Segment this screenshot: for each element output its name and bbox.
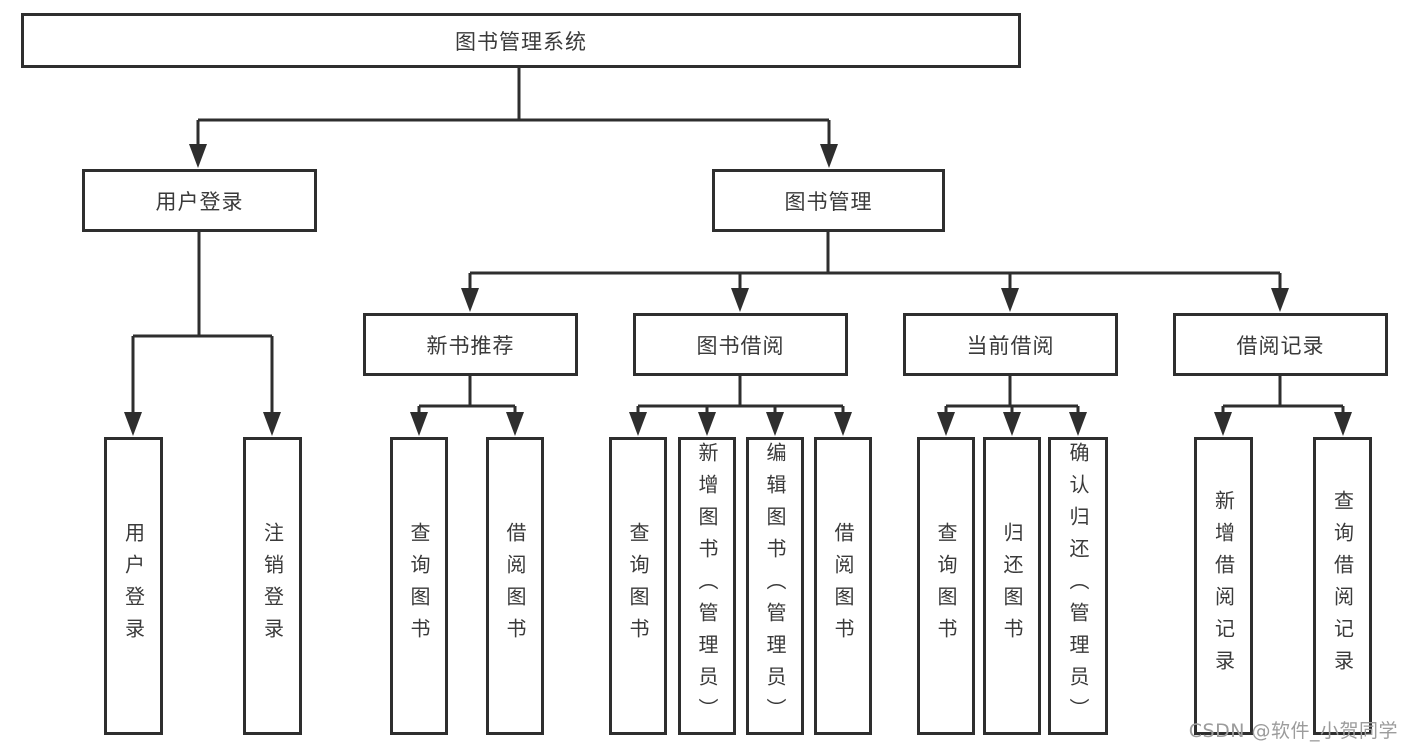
leaf-confirm-return-admin: 确认归还（管理员）	[1048, 437, 1108, 735]
leaf-add-borrow-record: 新增借阅记录	[1194, 437, 1253, 735]
node-book-borrowing: 图书借阅	[633, 313, 848, 376]
leaf-return-books: 归还图书	[983, 437, 1041, 735]
node-user-login: 用户登录	[82, 169, 317, 232]
node-current-borrowing: 当前借阅	[903, 313, 1118, 376]
node-new-book-recommend: 新书推荐	[363, 313, 578, 376]
leaf-borrow-books-recommend: 借阅图书	[486, 437, 544, 735]
leaf-query-books-recommend: 查询图书	[390, 437, 448, 735]
leaf-query-books-current: 查询图书	[917, 437, 975, 735]
leaf-add-books-admin: 新增图书（管理员）	[678, 437, 736, 735]
node-book-management: 图书管理	[712, 169, 945, 232]
leaf-query-borrow-record: 查询借阅记录	[1313, 437, 1372, 735]
csdn-watermark: CSDN @软件_小贺同学	[1188, 720, 1398, 742]
leaf-query-books-borrowing: 查询图书	[609, 437, 667, 735]
leaf-edit-books-admin: 编辑图书（管理员）	[746, 437, 804, 735]
leaf-borrow-books-borrowing: 借阅图书	[814, 437, 872, 735]
leaf-logout: 注销登录	[243, 437, 302, 735]
leaf-user-login: 用户登录	[104, 437, 163, 735]
node-borrowing-records: 借阅记录	[1173, 313, 1388, 376]
node-library-management-system: 图书管理系统	[21, 13, 1021, 68]
